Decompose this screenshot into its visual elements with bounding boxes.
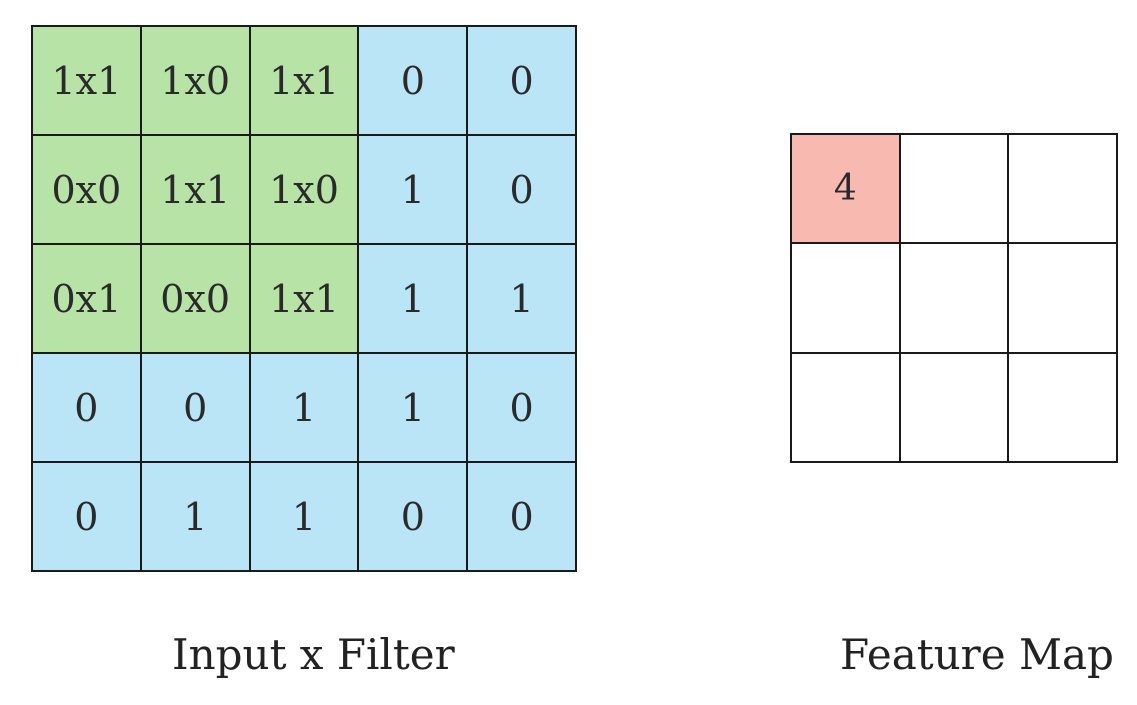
input-cell: 0	[468, 354, 577, 463]
input-cell: 0	[468, 463, 577, 572]
feature-map-cell	[900, 244, 1010, 354]
input-cell: 0	[33, 354, 142, 463]
feature-map-cell	[1009, 244, 1118, 354]
input-filter-caption: Input x Filter	[172, 630, 455, 679]
input-cell: 1	[250, 463, 360, 572]
feature-map-cell	[1009, 135, 1118, 245]
filter-cell: 1x1	[250, 245, 360, 354]
input-cell: 0	[359, 27, 469, 136]
feature-map-cell	[792, 353, 901, 463]
filter-cell: 1x1	[141, 136, 251, 245]
input-cell: 0	[33, 463, 142, 572]
feature-map-cell-computed: 4	[792, 135, 901, 245]
input-cell: 1	[250, 354, 360, 463]
input-cell: 0	[359, 463, 469, 572]
filter-cell: 1x0	[250, 136, 360, 245]
feature-map-cell	[1009, 353, 1118, 463]
input-cell: 0	[468, 27, 577, 136]
filter-cell: 1x1	[33, 27, 142, 136]
filter-cell: 1x0	[141, 27, 251, 136]
feature-map-cell	[900, 135, 1010, 245]
feature-map-grid: 4	[790, 133, 1118, 463]
filter-cell: 0x0	[141, 245, 251, 354]
input-cell: 1	[141, 463, 251, 572]
input-cell: 1	[359, 245, 469, 354]
input-cell: 1	[468, 245, 577, 354]
filter-cell: 1x1	[250, 27, 360, 136]
input-cell: 1	[359, 136, 469, 245]
input-cell: 1	[359, 354, 469, 463]
feature-map-cell	[900, 353, 1010, 463]
filter-cell: 0x1	[33, 245, 142, 354]
filter-cell: 0x0	[33, 136, 142, 245]
input-cell: 0	[468, 136, 577, 245]
input-cell: 0	[141, 354, 251, 463]
feature-map-caption: Feature Map	[840, 630, 1114, 679]
feature-map-cell	[792, 244, 901, 354]
